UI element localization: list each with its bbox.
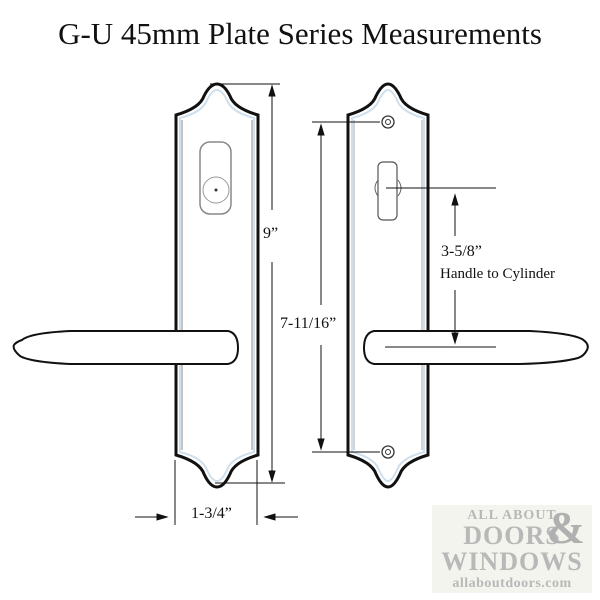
logo-line1: ALL ABOUT: [467, 508, 557, 523]
left-handle-icon: [12, 330, 240, 365]
ampersand-icon: &: [546, 502, 586, 553]
handle-to-cylinder-dimension: [385, 187, 496, 348]
logo-url: allaboutdoors.com: [452, 576, 572, 591]
logo-line2: DOORS: [463, 521, 561, 550]
handle-to-cylinder-label: Handle to Cylinder: [440, 266, 555, 283]
page-title: G-U 45mm Plate Series Measurements: [58, 16, 542, 51]
left-plate-icon: [174, 82, 260, 489]
plate-height-label: 9”: [263, 225, 279, 243]
plate-width-label: 1-3/4”: [191, 505, 232, 523]
screw-spacing-dimension: [312, 121, 380, 453]
screw-spacing-label: 7-11/16”: [280, 315, 337, 333]
logo-line3: WINDOWS: [441, 547, 583, 576]
height-dimension: [135, 83, 298, 525]
handle-to-cylinder-value: 3-5/8”: [441, 243, 482, 261]
brand-logo[interactable]: ALL ABOUT DOORS& WINDOWS allaboutdoors.c…: [432, 505, 592, 593]
right-plate-icon: [346, 82, 430, 489]
